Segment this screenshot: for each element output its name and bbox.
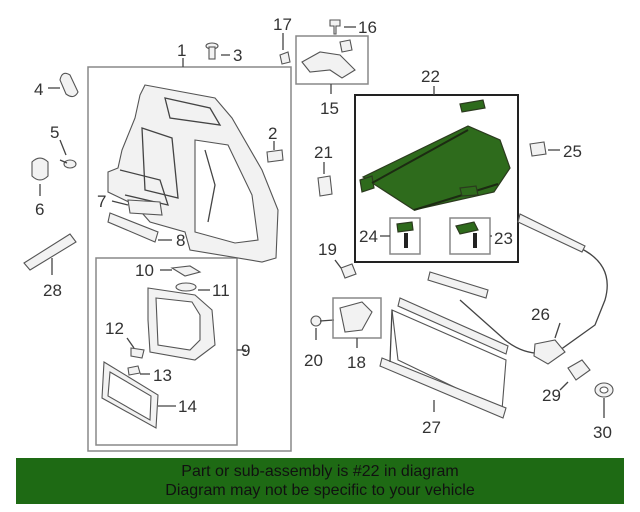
clip-part-21 [317, 175, 333, 197]
callout-18[interactable]: 18 [347, 353, 366, 372]
clip-part-12 [130, 347, 145, 359]
callout-28[interactable]: 28 [43, 281, 62, 300]
handle-part-10 [170, 265, 202, 277]
cap-part-6 [31, 157, 49, 181]
info-banner: Part or sub-assembly is #22 in diagram D… [16, 458, 624, 504]
leader-19 [334, 259, 342, 269]
cover-part-11 [175, 282, 197, 292]
bracket-part-7 [127, 199, 163, 216]
roller-blind-part-27 [379, 297, 509, 419]
strip-part-28 [23, 233, 77, 271]
cargo-cover-part-22 [359, 99, 511, 211]
callout-5[interactable]: 5 [50, 123, 59, 142]
bracket-part-15 [301, 51, 356, 79]
leader-12 [126, 337, 135, 349]
fastener-part-24 [396, 221, 414, 248]
clip-part-25 [529, 141, 547, 157]
callout-25[interactable]: 25 [563, 142, 582, 161]
grommet-part-4 [59, 72, 79, 98]
leader-29 [559, 381, 569, 391]
callout-23[interactable]: 23 [494, 229, 513, 248]
callout-24[interactable]: 24 [359, 227, 378, 246]
leader-26 [554, 322, 561, 339]
screw-part-5 [59, 159, 77, 169]
screw-part-16 [329, 19, 341, 35]
assembly-box-9 [95, 257, 238, 446]
callout-3[interactable]: 3 [233, 46, 242, 65]
callout-19[interactable]: 19 [318, 240, 337, 259]
callout-13[interactable]: 13 [153, 366, 172, 385]
bolt-part-3 [205, 42, 219, 60]
callout-1[interactable]: 1 [177, 41, 186, 60]
clip-part-13 [127, 365, 141, 376]
assembly-box-1 [87, 66, 292, 452]
callout-8[interactable]: 8 [176, 231, 185, 250]
assembly-box-22 [354, 94, 519, 263]
callout-9[interactable]: 9 [241, 341, 250, 360]
callout-27[interactable]: 27 [422, 418, 441, 437]
callout-15[interactable]: 15 [320, 99, 339, 118]
callout-4[interactable]: 4 [34, 80, 43, 99]
clip-part-19 [340, 263, 357, 279]
callout-12[interactable]: 12 [105, 319, 124, 338]
banner-line-1: Part or sub-assembly is #22 in diagram [181, 463, 459, 480]
side-trim-panel [107, 84, 279, 263]
bracket-part-18 [339, 301, 373, 333]
callout-2[interactable]: 2 [268, 124, 277, 143]
strip-part-8 [107, 212, 159, 243]
callout-29[interactable]: 29 [542, 386, 561, 405]
callout-11[interactable]: 11 [212, 281, 230, 300]
callout-6[interactable]: 6 [35, 200, 44, 219]
socket-part-29 [567, 359, 591, 381]
callout-22[interactable]: 22 [421, 67, 440, 86]
banner-line-2: Diagram may not be specific to your vehi… [165, 482, 475, 499]
screw-part-20 [310, 315, 335, 327]
cable-part-26 [427, 213, 608, 365]
clip-part-2 [266, 149, 284, 163]
assembly-box-15 [295, 35, 369, 85]
clip-part-17 [279, 51, 291, 65]
callout-26[interactable]: 26 [531, 305, 550, 324]
callout-10[interactable]: 10 [135, 261, 154, 280]
leader-7 [111, 200, 129, 206]
callout-14[interactable]: 14 [178, 397, 197, 416]
cap-part-30 [594, 382, 614, 398]
callout-20[interactable]: 20 [304, 351, 323, 370]
callout-21[interactable]: 21 [314, 143, 333, 162]
callout-17[interactable]: 17 [273, 15, 292, 34]
leader-5 [59, 139, 67, 156]
callout-7[interactable]: 7 [97, 192, 106, 211]
callout-30[interactable]: 30 [593, 423, 612, 442]
fastener-part-23 [455, 221, 479, 248]
callout-16[interactable]: 16 [358, 18, 377, 37]
